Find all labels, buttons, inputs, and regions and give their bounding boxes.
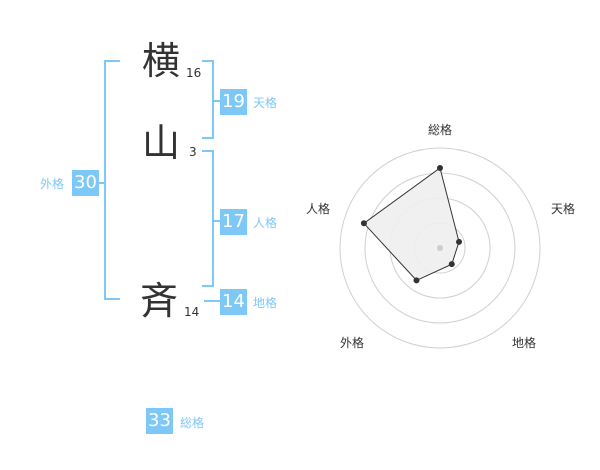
stroke-count-3: 14 (184, 305, 200, 319)
radar-grid-ring (339, 147, 541, 349)
tenkaku-label: 天格 (253, 96, 278, 110)
tenkaku-value: 19 (220, 89, 247, 115)
jinkaku-value: 17 (220, 209, 247, 235)
jinkaku-connector (214, 220, 220, 222)
jinkaku-label: 人格 (253, 216, 278, 230)
radar-center-dot (437, 245, 443, 251)
chikaku-value: 14 (220, 289, 247, 315)
stroke-count-1: 16 (186, 66, 202, 80)
radar-point (413, 277, 420, 284)
chikaku-connector (204, 300, 220, 302)
radar-axis-label-tenkaku: 天格 (551, 201, 575, 216)
radar-grid-ring (389, 197, 491, 299)
radar-axis-label-gaikaku: 外格 (340, 335, 364, 350)
gaikaku-connector (98, 182, 104, 184)
gaikaku-value: 30 (72, 170, 99, 196)
radar-points (360, 165, 463, 284)
tenkaku-connector (214, 100, 220, 102)
radar-point (437, 165, 443, 171)
radar-axis-label-chikaku: 地格 (512, 335, 536, 350)
radar-grid-ring (414, 222, 466, 274)
chikaku-label: 地格 (253, 296, 278, 310)
soukaku-value: 33 (146, 408, 173, 434)
radar-axis-label-soukaku: 総格 (428, 122, 452, 137)
radar-axis-label-jinkaku: 人格 (306, 201, 330, 216)
soukaku-label: 総格 (180, 416, 205, 430)
name-char-1: 横 (142, 39, 181, 83)
radar-point (456, 238, 463, 245)
radar-point (448, 261, 455, 268)
gaikaku-bracket (104, 60, 120, 300)
jinkaku-bracket (202, 150, 214, 287)
tenkaku-bracket (202, 60, 214, 139)
gaikaku-label: 外格 (40, 177, 65, 191)
radar-grid (339, 147, 541, 349)
name-char-2: 山 (142, 121, 181, 165)
stroke-count-2: 3 (189, 145, 197, 159)
radar-grid-ring (364, 172, 516, 324)
radar-score-polygon (363, 167, 460, 282)
radar-point (360, 220, 367, 227)
name-char-3: 斉 (140, 279, 179, 323)
